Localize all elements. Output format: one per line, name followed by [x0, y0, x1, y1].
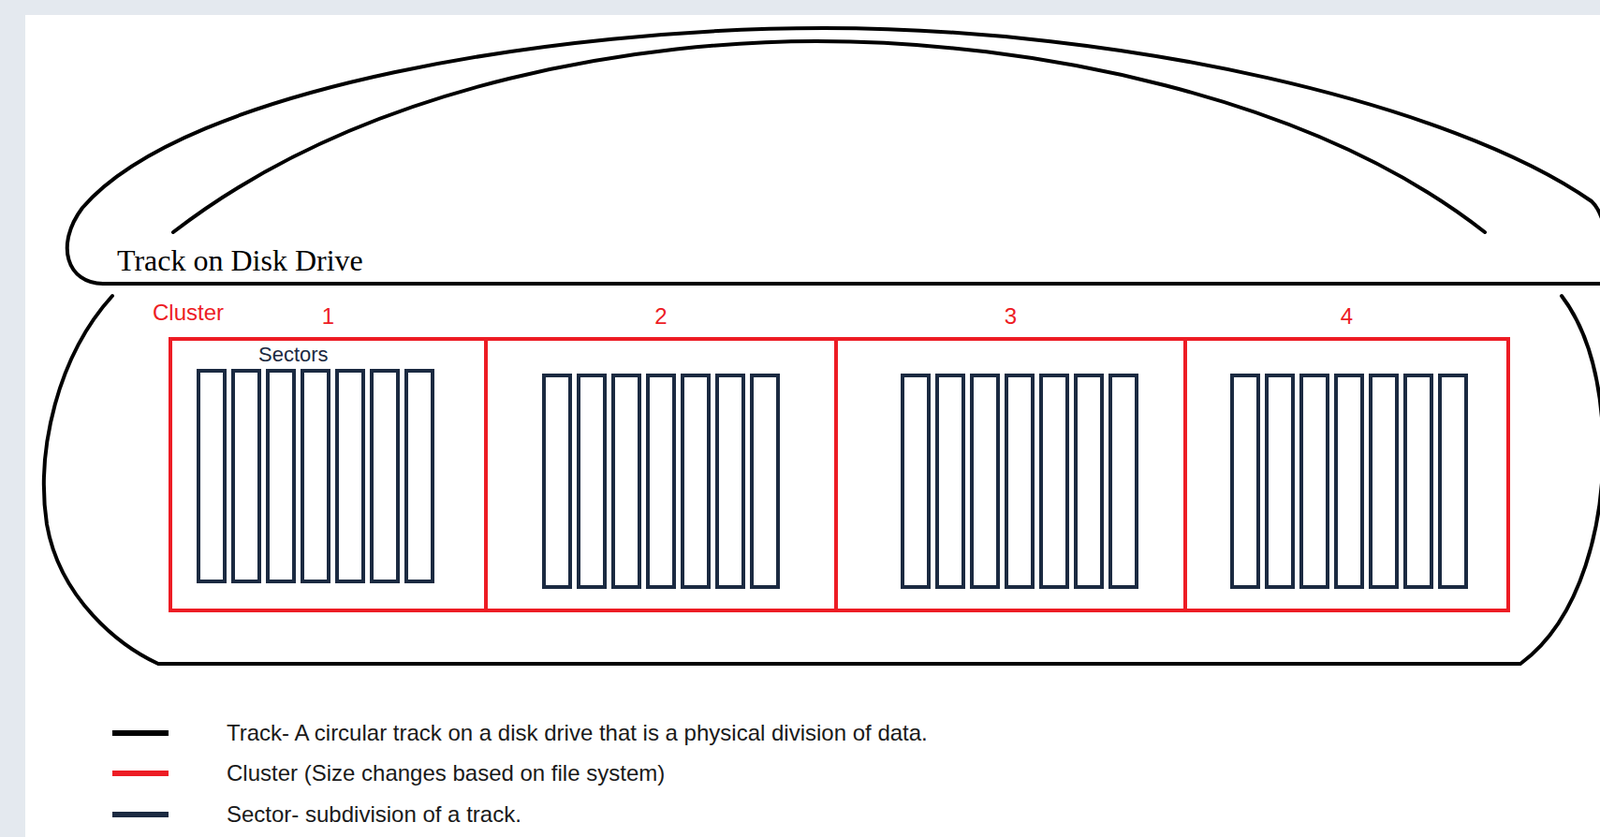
- legend-item: Cluster (Size changes based on file syst…: [112, 759, 665, 788]
- legend-swatch: [112, 770, 169, 777]
- sector-rect: [578, 375, 605, 588]
- legend-text: Sector- subdivision of a track.: [226, 800, 522, 829]
- sector-rect: [1301, 375, 1328, 588]
- cluster-number: 2: [654, 303, 667, 330]
- sectors-label: Sectors: [258, 342, 329, 367]
- sector-rect: [1006, 375, 1033, 588]
- legend-item: Track- A circular track on a disk drive …: [112, 719, 928, 748]
- sector-rect: [198, 370, 225, 582]
- track-top-outline: [67, 28, 1600, 284]
- legend-text: Cluster (Size changes based on file syst…: [226, 759, 665, 788]
- sector-rect: [751, 375, 778, 588]
- sector-rect: [233, 370, 260, 582]
- track-inner-arc: [173, 41, 1485, 233]
- sector-rect: [1335, 375, 1363, 588]
- sector-rect: [682, 375, 709, 588]
- track-title: Track on Disk Drive: [117, 242, 364, 279]
- legend-swatch: [112, 730, 169, 736]
- sector-rect: [647, 375, 675, 588]
- sector-rect: [337, 370, 364, 582]
- sector-rect: [1266, 375, 1293, 588]
- cluster-box: 3: [834, 337, 1188, 613]
- sector-rect: [543, 375, 571, 588]
- sector-rect: [937, 375, 964, 588]
- sector-rect: [371, 370, 398, 582]
- sector-rect: [302, 370, 329, 582]
- sector-rect: [1370, 375, 1397, 588]
- legend-swatch: [112, 811, 169, 818]
- legend-text: Track- A circular track on a disk drive …: [226, 719, 928, 748]
- cluster-number: 1: [322, 303, 335, 330]
- sector-rect: [267, 370, 294, 582]
- sector-rect: [1405, 375, 1432, 588]
- cluster-label: Cluster: [152, 299, 224, 326]
- sector-rect: [1232, 375, 1259, 588]
- cluster-number: 4: [1340, 303, 1353, 330]
- cluster-number: 3: [1004, 303, 1017, 330]
- sector-rect: [1041, 375, 1068, 588]
- track-lower-outline: [44, 295, 1600, 664]
- sector-rect: [971, 375, 999, 588]
- sector-rect: [717, 375, 744, 588]
- sector-rect: [1075, 375, 1102, 588]
- sector-rect: [613, 375, 640, 588]
- sector-rect: [406, 370, 433, 582]
- sector-rect: [1439, 375, 1467, 588]
- cluster-box: 1Sectors: [168, 337, 488, 613]
- sector-rect: [1110, 375, 1137, 588]
- cluster-box: 2: [484, 337, 838, 613]
- sector-rect: [902, 375, 929, 588]
- legend-item: Sector- subdivision of a track.: [112, 800, 522, 829]
- cluster-box: 4: [1183, 337, 1511, 613]
